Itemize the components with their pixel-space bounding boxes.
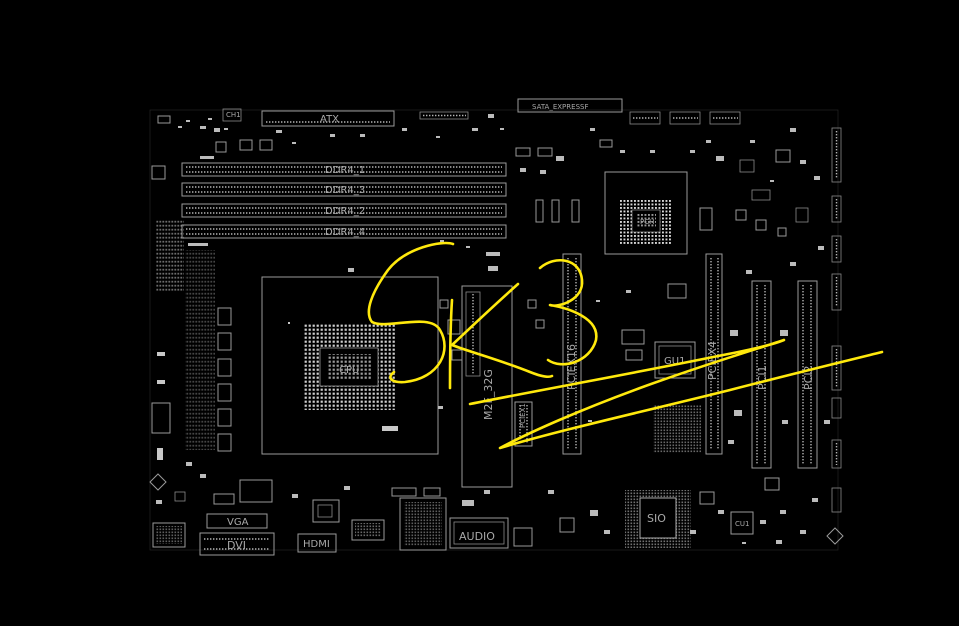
handwritten-annotation — [367, 241, 884, 450]
pci1-slot: PCI1 — [751, 280, 772, 469]
gu1-label: GU1 — [664, 356, 685, 367]
sata-express-connector: SATA_EXPRESSF — [517, 98, 623, 113]
ddr4-slot-2: DDR4_2 — [181, 203, 507, 218]
m2-label: M2F_32G — [482, 369, 495, 420]
ddr4-1-label: DDR4_1 — [325, 165, 365, 176]
m2-slot: M2F_32G — [461, 285, 513, 488]
ddr4-slot-3: DDR4_3 — [181, 182, 507, 197]
pciex4-slot: PCIEX4 — [705, 253, 723, 455]
sio-chip: SIO — [625, 490, 691, 548]
pch-chip: PCH — [604, 171, 688, 255]
dvi-label: DVI — [227, 539, 246, 552]
cpu-label: CPU — [339, 365, 359, 376]
ddr4-3-label: DDR4_3 — [325, 185, 365, 196]
cu1-chip: CU1 — [730, 511, 754, 535]
pciex1-label: PCIEX1 — [519, 403, 527, 428]
svg-text:PCH: PCH — [640, 218, 654, 226]
pci2-slot: PCI2 — [797, 280, 818, 469]
audio-label: AUDIO — [459, 530, 495, 543]
dvi-connector: DVI — [199, 532, 275, 556]
gu1-chip: GU1 — [653, 341, 701, 453]
ddr4-slot-4: DDR4_4 — [181, 224, 507, 239]
audio-connector: AUDIO — [449, 517, 509, 549]
pci1-label: PCI1 — [756, 365, 769, 390]
vga-connector: VGA — [206, 513, 268, 529]
ddr4-2-label: DDR4_2 — [325, 206, 365, 217]
sata-express-label: SATA_EXPRESSF — [532, 103, 588, 111]
hdmi-label: HDMI — [303, 539, 330, 550]
pciex1-slot: PCIEX1 — [514, 401, 533, 447]
hdmi-connector: HDMI — [297, 533, 337, 553]
pciex16-slot: PCIEX16 — [562, 253, 582, 455]
cpu-socket: CPU — [261, 276, 439, 455]
atx-connector: ATX — [261, 110, 395, 127]
ddr4-slot-1: DDR4_1 — [181, 162, 507, 177]
cu1-label: CU1 — [735, 520, 749, 528]
vrm-chokes — [217, 307, 232, 452]
board-outline — [149, 109, 839, 551]
sio-label: SIO — [647, 512, 666, 525]
svg-text:CH1: CH1 — [226, 111, 241, 119]
vga-label: VGA — [227, 517, 249, 528]
pciex4-label: PCIEX4 — [706, 341, 719, 380]
atx-label: ATX — [320, 114, 339, 125]
pciex16-label: PCIEX16 — [565, 344, 578, 390]
ddr4-4-label: DDR4_4 — [325, 227, 365, 238]
small-components — [156, 114, 830, 547]
